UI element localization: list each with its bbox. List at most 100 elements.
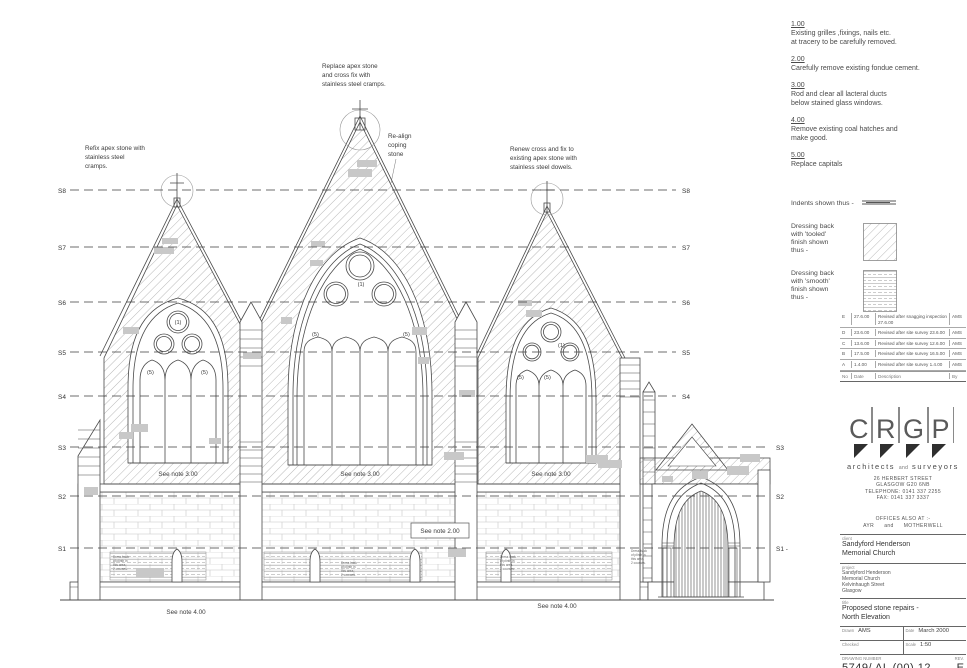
- svg-text:stainless steel cramps.: stainless steel cramps.: [322, 81, 386, 88]
- legend-line: Dressing back: [791, 223, 835, 230]
- level-label-right: S4: [682, 394, 690, 401]
- project-name: Sandyford Henderson Memorial Church Kelv…: [842, 570, 891, 594]
- note-number: 3.00: [791, 82, 805, 89]
- svg-text:of plinth in: of plinth in: [341, 565, 356, 569]
- rev-header: No: [842, 373, 848, 379]
- note-text: Carefully remove existing fondue cement.: [791, 65, 920, 72]
- rev-date: 23.6.00: [851, 329, 875, 336]
- svg-text:(5): (5): [403, 332, 410, 338]
- dress-back-note: Dress back of plinth in this area. 2 cou…: [500, 555, 516, 571]
- svg-text:(5): (5): [201, 370, 208, 376]
- rev-description: Revised after site survey 23.6.00: [875, 329, 949, 336]
- svg-text:this area.: this area.: [113, 563, 126, 567]
- legend-line: finish shown: [791, 286, 829, 293]
- drawing-number-row: 5749/ AL (00) 12 E: [840, 661, 966, 668]
- note-item: 3.00 Rod and clear all lacteral ducts be…: [791, 81, 963, 108]
- tagline-word: surveyors: [912, 462, 959, 471]
- client-name: Sandyford Henderson Memorial Church: [842, 541, 911, 557]
- logo-letter: G: [902, 414, 924, 444]
- address-line: 26 HERBERT STREET: [873, 476, 933, 482]
- rev-by: AMS: [949, 350, 966, 357]
- dress-back-note: Dress back of plinth in this area. 2 cou…: [631, 549, 647, 565]
- logo-triangle-icon: [880, 444, 894, 458]
- smooth-swatch: [863, 270, 897, 312]
- svg-text:Refix apex stone with: Refix apex stone with: [85, 145, 145, 152]
- date-cell: Date March 2000: [902, 627, 967, 640]
- legend-line: with 'smooth': [791, 278, 830, 285]
- indents-symbol: [861, 200, 896, 205]
- note-number: 5.00: [791, 152, 805, 159]
- svg-text:cramps.: cramps.: [85, 163, 108, 170]
- legend-smooth: Dressing back with 'smooth' finish shown…: [791, 270, 967, 312]
- level-label-right: S6: [682, 300, 690, 307]
- legend-tooled-label: Dressing back with 'tooled' finish shown…: [791, 223, 857, 255]
- note-text: Replace capitals: [791, 161, 843, 168]
- rev-no: A: [842, 361, 846, 367]
- note-item: 1.00 Existing grilles ,fixings, nails et…: [791, 20, 963, 47]
- svg-text:of plinth in: of plinth in: [113, 559, 128, 563]
- rev-date: 13.6.00: [851, 339, 875, 347]
- porch: [639, 423, 771, 601]
- rev-by: AMS: [949, 313, 966, 326]
- drawing-number-label: DRAWING NUMBER: [842, 656, 882, 661]
- logo-triangle-icon: [932, 444, 946, 458]
- firm-address: 26 HERBERT STREET GLASGOW G20 6NB TELEPH…: [840, 476, 966, 502]
- svg-text:(5): (5): [517, 375, 524, 381]
- drawn-date-row: Drawn AMS Date March 2000: [840, 626, 966, 640]
- see-note-4-label: See note 4.00: [166, 609, 206, 616]
- see-note-3-label: See note 3.00: [531, 471, 571, 478]
- logo-letter: R: [875, 414, 896, 444]
- rev-date: 17.5.00: [851, 350, 875, 357]
- legend-line: Dressing back: [791, 270, 835, 277]
- drawing-number-header: DRAWING NUMBER REV.: [840, 654, 966, 661]
- legend-tooled: Dressing back with 'tooled' finish shown…: [791, 223, 967, 261]
- tagline-word: architects: [847, 462, 896, 471]
- project-label: project: [842, 565, 855, 570]
- logo-bar: [898, 407, 900, 443]
- drawn-label: Drawn: [842, 628, 855, 633]
- dress-back-note: Dress back of plinth in this area. 2 cou…: [113, 555, 129, 571]
- rev-description: Revised after site survey 16.5.00: [875, 350, 949, 357]
- offices-and: and: [884, 523, 894, 529]
- level-label-left: S7: [58, 245, 66, 252]
- note-text: Existing grilles ,fixings, nails etc.: [791, 30, 891, 37]
- svg-text:of plinth in: of plinth in: [500, 559, 515, 563]
- svg-text:stone: stone: [388, 151, 404, 158]
- tagline-word: and: [898, 465, 909, 471]
- note-number: 1.00: [791, 21, 805, 28]
- door-boards: [675, 491, 727, 597]
- svg-text:2 courses.: 2 courses.: [113, 567, 128, 571]
- revision-row: C 13.6.00 Revised after site survey 12.6…: [840, 339, 966, 350]
- svg-text:Replace apex stone: Replace apex stone: [322, 63, 378, 70]
- rev-by: AMS: [949, 360, 966, 368]
- legend-indents-label: Indents shown thus -: [791, 199, 854, 207]
- level-label-left: S5: [58, 350, 66, 357]
- svg-text:stainless steel: stainless steel: [85, 154, 125, 161]
- rev-date: 27.6.00: [851, 313, 875, 326]
- svg-text:of plinth in: of plinth in: [631, 553, 646, 557]
- level-label-right: S5: [682, 350, 690, 357]
- level-label-left: S3: [58, 445, 66, 452]
- level-label-right: S8: [682, 188, 690, 195]
- address-line: GLASGOW G20 6NB: [876, 482, 930, 489]
- rev-label: REV.: [954, 656, 964, 661]
- dress-back-notes: Dress back of plinth in this area. 2 cou…: [113, 549, 647, 577]
- scale-label: Scale: [905, 642, 916, 647]
- drawing-annotations: Refix apex stone with stainless steel cr…: [85, 63, 647, 616]
- client-section: client Sandyford Henderson Memorial Chur…: [840, 534, 966, 563]
- drawn-value: AMS: [858, 628, 871, 634]
- indent-patches: [84, 160, 760, 577]
- client-label: client: [842, 536, 852, 541]
- logo-bar: [871, 407, 873, 443]
- level-label-right: S1 - S: [776, 546, 790, 553]
- svg-text:Renew cross and fix to: Renew cross and fix to: [510, 146, 574, 153]
- office-city: AYR: [863, 523, 875, 529]
- see-note-2-box: [410, 522, 470, 539]
- svg-text:and cross fix with: and cross fix with: [322, 72, 371, 79]
- sheet-right-column: 1.00 Existing grilles ,fixings, nails et…: [785, 0, 967, 668]
- revision-row: B 17.5.00 Revised after site survey 16.5…: [840, 349, 966, 360]
- see-note-4-label: See note 4.00: [537, 603, 577, 610]
